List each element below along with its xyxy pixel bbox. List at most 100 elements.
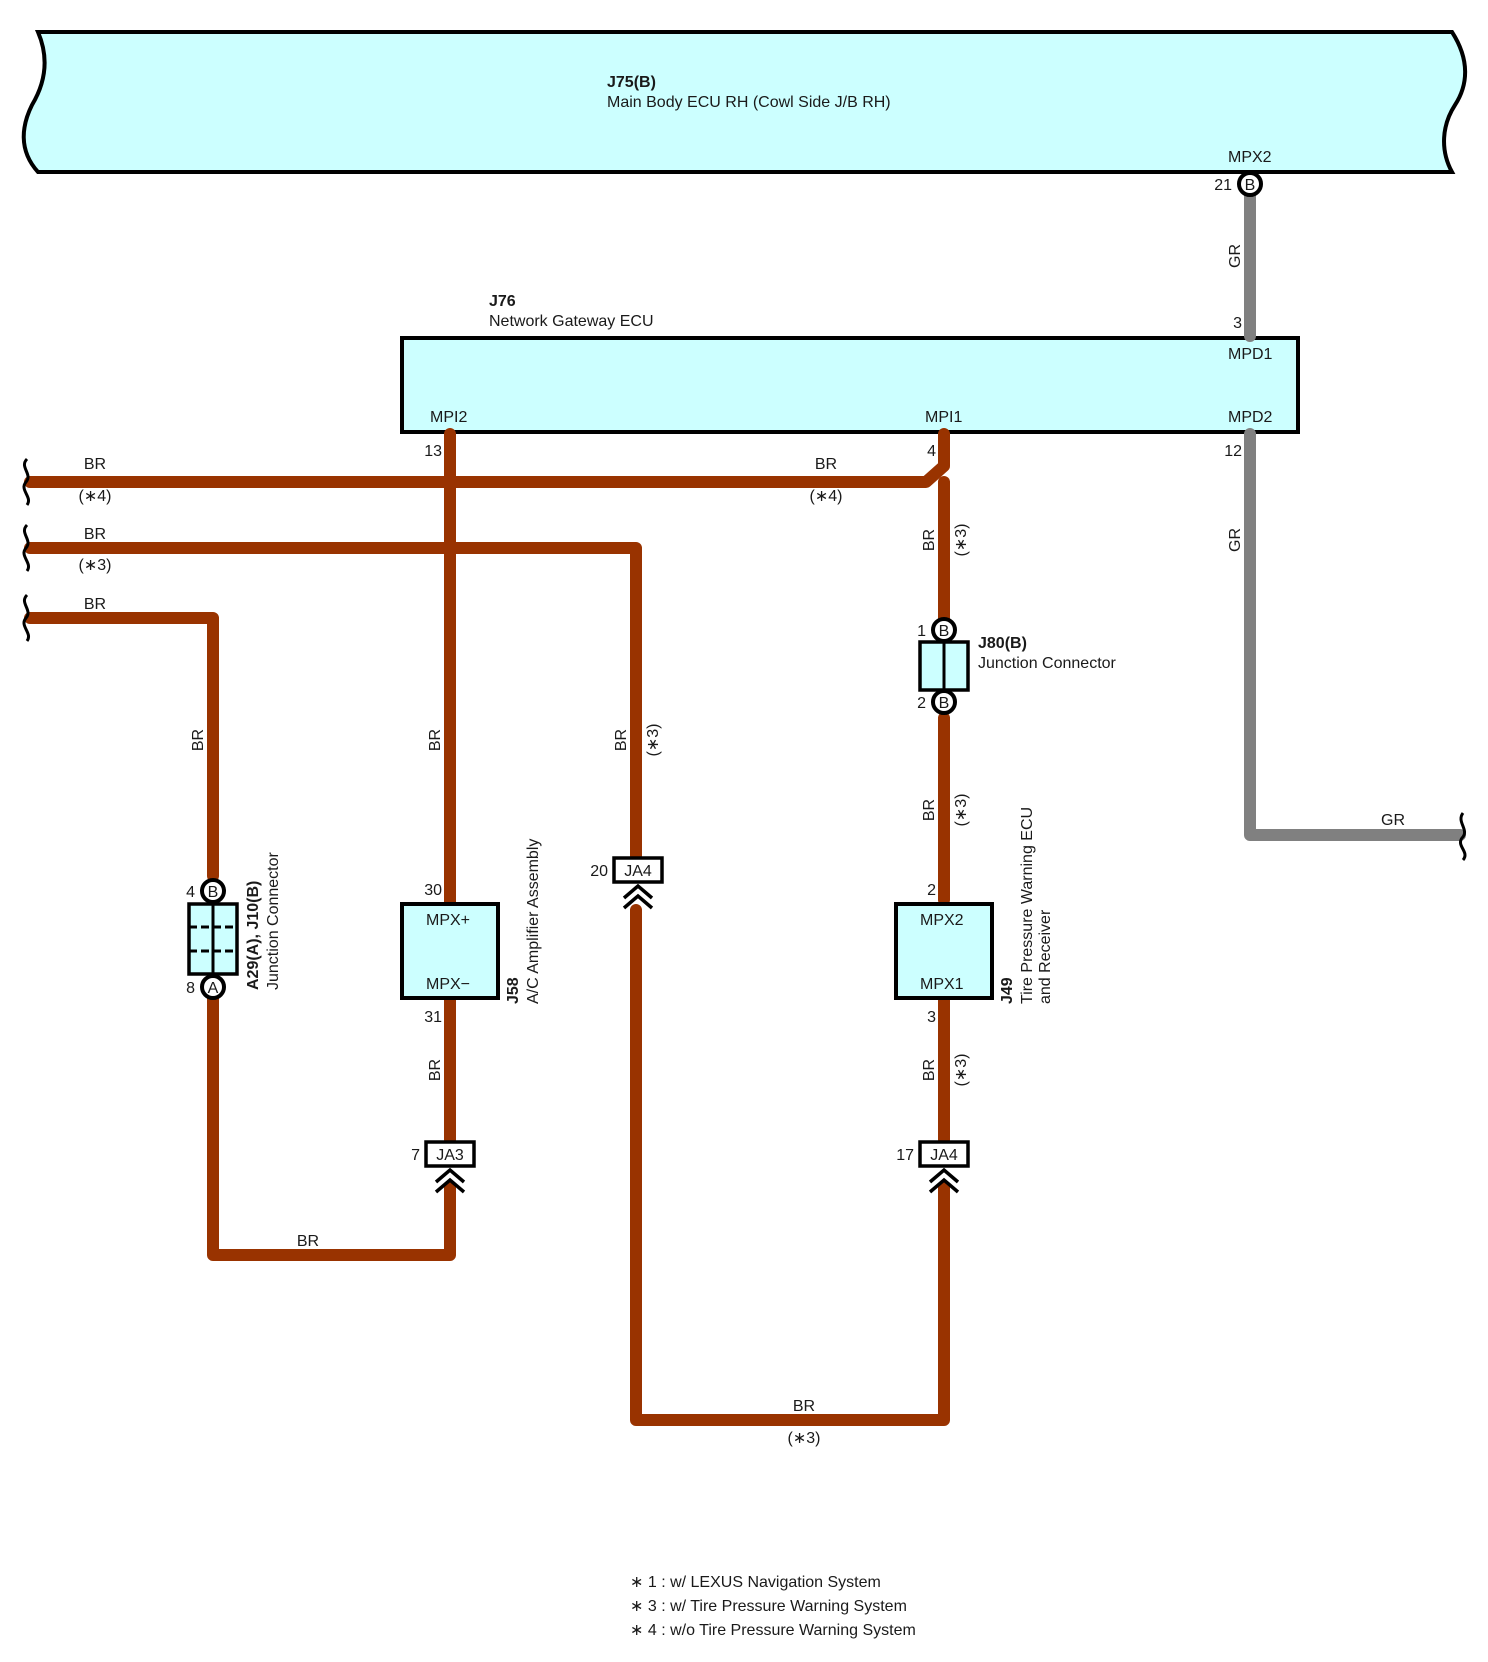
j49-tire-pressure-ecu-box — [894, 902, 994, 1000]
br-wire-break-2 — [22, 523, 30, 572]
j75-main-body-ecu-box — [21, 30, 1468, 174]
j75-pin-21-number: 21 — [1214, 177, 1232, 194]
ja4-17-pin-number: 17 — [896, 1147, 914, 1164]
ja3-7-pin-number: 7 — [411, 1147, 420, 1164]
wire-label-br-top-left: BR — [84, 456, 106, 473]
j58-mpx-minus-label: MPX− — [426, 976, 470, 993]
j75-pin-21-letter: B — [1245, 177, 1256, 194]
j76-pin-13-number: 13 — [424, 443, 442, 460]
ja4-17-name: JA4 — [930, 1147, 958, 1164]
wire-label-br-j58-ja3: BR — [427, 1059, 444, 1081]
j49-label-group: J49 Tire Pressure Warning ECU and Receiv… — [999, 807, 1054, 1004]
wire-label-br-top-mid: BR — [815, 456, 837, 473]
j49-pin-3-number: 3 — [927, 1009, 936, 1026]
j58-pin-30-number: 30 — [424, 882, 442, 899]
j49-name-line1: Tire Pressure Warning ECU — [1019, 807, 1036, 1004]
wire-label-gr-upper: GR — [1227, 244, 1244, 268]
a29-pin-8-number: 8 — [186, 980, 195, 997]
wire-label-br-ja4-20: BR — [613, 729, 630, 751]
wire-label-br-second: BR — [84, 526, 106, 543]
wire-note-star3-second: (∗3) — [79, 557, 112, 574]
wire-label-br-a29-ja3: BR — [297, 1233, 319, 1250]
wire-label-gr-lower: GR — [1227, 528, 1244, 552]
ja4-20-chevron-icon — [622, 883, 654, 910]
j80-id: J80(B) — [978, 635, 1027, 652]
wire-label-br-third: BR — [84, 596, 106, 613]
a29-name: Junction Connector — [265, 851, 282, 990]
ja3-7-connector-box — [424, 1140, 476, 1168]
j80-pin-1-terminal — [931, 617, 957, 643]
wire-note-star3-j49-ja4: (∗3) — [953, 1054, 970, 1087]
wire-label-br-mpi1: BR — [921, 529, 938, 551]
j75-id: J75(B) — [607, 74, 656, 91]
ja4-17-chevron-icon — [928, 1167, 960, 1194]
legend-line-2: ∗ 3 : w/ Tire Pressure Warning System — [630, 1598, 907, 1615]
ja3-7-chevron-icon — [434, 1167, 466, 1194]
ja4-20-connector-box — [612, 856, 664, 884]
wire-label-br-j49-ja4: BR — [921, 1059, 938, 1081]
j76-id: J76 — [489, 293, 516, 310]
a29-pin-8-terminal — [200, 974, 226, 1000]
br-wire-break-1 — [22, 457, 30, 506]
j76-pin-4-number: 4 — [927, 443, 936, 460]
br-wire-ja4-loop — [630, 904, 950, 1426]
j58-name: A/C Amplifier Assembly — [525, 839, 542, 1004]
j49-mpx1-label: MPX1 — [920, 976, 964, 993]
j49-pin-2-number: 2 — [927, 882, 936, 899]
ja3-7-name: JA3 — [436, 1147, 464, 1164]
j76-mpi2-label: MPI2 — [430, 409, 467, 426]
j75-name: Main Body ECU RH (Cowl Side J/B RH) — [607, 94, 891, 111]
br-wire-star3-left — [24, 542, 642, 862]
gr-wire-break-right — [1459, 812, 1467, 861]
j58-label-group: J58 A/C Amplifier Assembly — [505, 839, 542, 1004]
j58-id: J58 — [505, 977, 522, 1004]
ja4-20-pin-number: 20 — [590, 863, 608, 880]
ja4-17-connector-box — [918, 1140, 970, 1168]
wire-label-br-bottom-loop: BR — [793, 1398, 815, 1415]
j80-pin-2-number: 2 — [917, 695, 926, 712]
wire-note-star4-left: (∗4) — [79, 488, 112, 505]
wire-note-star4-mid: (∗4) — [810, 488, 843, 505]
wire-note-star3-ja4-20: (∗3) — [645, 724, 662, 757]
j76-network-gateway-ecu-box — [400, 336, 1300, 434]
j75-mpx2-label: MPX2 — [1228, 149, 1272, 166]
j75-pin-21-terminal — [1237, 171, 1263, 197]
wire-note-star3-bottom: (∗3) — [788, 1430, 821, 1447]
j76-pin-12-number: 12 — [1224, 443, 1242, 460]
a29-pin-4-number: 4 — [186, 884, 195, 901]
br-wire-ja3-to-a29 — [207, 992, 456, 1261]
j76-mpi1-label: MPI1 — [925, 409, 962, 426]
j76-name: Network Gateway ECU — [489, 313, 654, 330]
j58-ac-amplifier-box — [400, 902, 500, 1000]
legend-line-1: ∗ 1 : w/ LEXUS Navigation System — [630, 1574, 881, 1591]
j58-mpx-plus-label: MPX+ — [426, 912, 470, 929]
j80-name: Junction Connector — [978, 655, 1117, 672]
wire-label-br-a29: BR — [190, 729, 207, 751]
ja4-20-name: JA4 — [624, 863, 652, 880]
wire-label-br-mpi2: BR — [427, 729, 444, 751]
wire-note-star3-j80-j49: (∗3) — [953, 794, 970, 827]
br-wire-break-3 — [22, 593, 30, 642]
j76-pin-3-number: 3 — [1233, 315, 1242, 332]
j80-pin-1-number: 1 — [917, 623, 926, 640]
a29-pin-4-terminal — [200, 878, 226, 904]
j58-pin-31-number: 31 — [424, 1009, 442, 1026]
wire-note-star3-mpi1: (∗3) — [953, 524, 970, 557]
j80-pin-2-terminal — [931, 689, 957, 715]
j76-mpd2-label: MPD2 — [1228, 409, 1273, 426]
wire-label-gr-right: GR — [1381, 812, 1405, 829]
br-wire-star4-left — [24, 428, 950, 488]
j49-name-line2: and Receiver — [1037, 909, 1054, 1004]
j49-mpx2-label: MPX2 — [920, 912, 964, 929]
legend-line-3: ∗ 4 : w/o Tire Pressure Warning System — [630, 1622, 916, 1639]
j80-pin-1-letter: B — [939, 623, 950, 640]
a29-label-group: A29(A), J10(B) Junction Connector — [245, 851, 282, 990]
a29-id: A29(A), J10(B) — [245, 881, 262, 990]
j80-pin-2-letter: B — [939, 695, 950, 712]
a29-pin-8-letter: A — [208, 980, 219, 997]
gr-wire-mpd2-out — [1244, 428, 1466, 841]
wire-label-br-j80-j49: BR — [921, 799, 938, 821]
j76-mpd1-label: MPD1 — [1228, 346, 1273, 363]
br-wire-left-to-a29 — [24, 612, 219, 882]
